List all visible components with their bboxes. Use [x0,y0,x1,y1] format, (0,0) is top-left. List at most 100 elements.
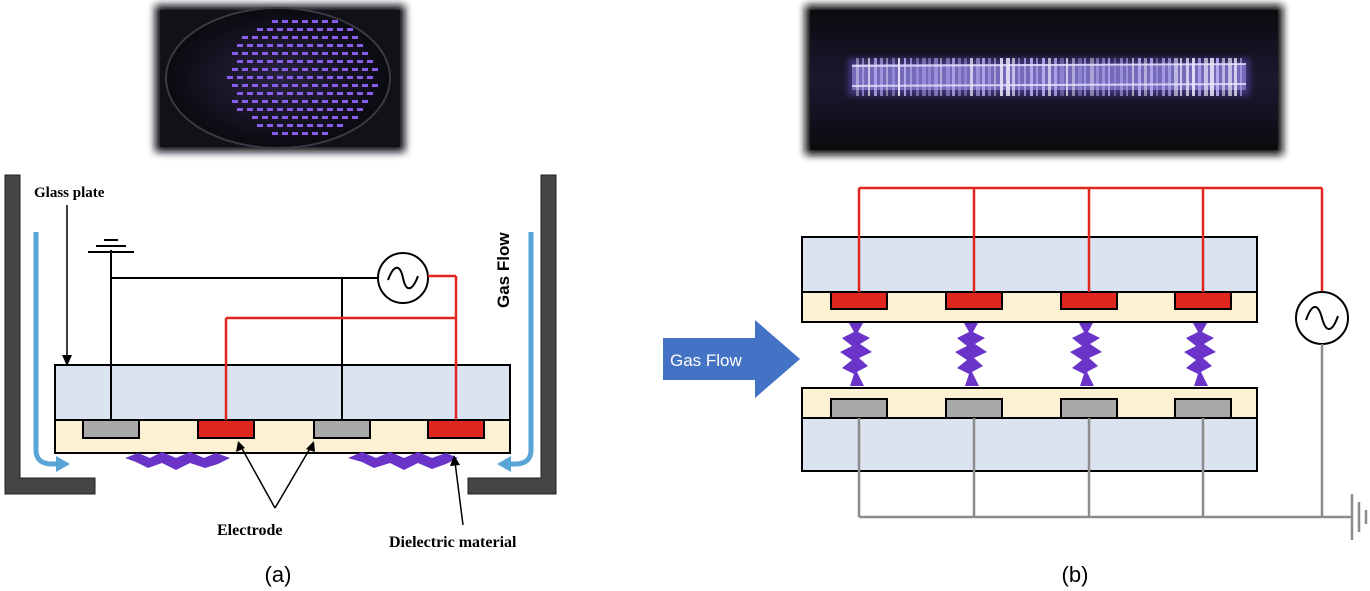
plasma-dot [292,52,298,55]
plasma-dot [302,36,308,39]
plasma-dot [352,36,358,39]
plasma-dot [357,108,363,111]
plasma-dot [362,84,368,87]
plasma-discharge-b-3 [1070,323,1102,386]
plasma-streak [946,58,950,96]
plasma-dot [272,20,278,23]
plasma-streak [922,58,926,96]
plasma-streak [874,58,877,96]
plasma-dot [297,44,303,47]
plasma-dot [337,108,343,111]
ac-source-b [1295,291,1349,345]
plasma-discharge-b-4 [1184,323,1216,386]
plasma-streak [1192,58,1195,96]
plasma-dot [307,44,313,47]
plasma-dot [247,76,253,79]
plasma-dot [302,20,308,23]
plasma-dot [347,76,353,79]
plasma-dot [352,84,358,87]
plasma-photo-a [155,5,405,152]
plasma-streak [1162,58,1165,96]
plasma-dot [267,92,273,95]
plasma-streak [994,58,996,96]
plasma-dot [267,108,273,111]
plasma-dot [327,28,333,31]
plasma-dot [272,100,278,103]
plasma-dot [287,76,293,79]
plasma-streak [1108,58,1110,96]
plasma-dot [347,44,353,47]
plasma-streak [856,58,859,96]
plasma-dot [277,76,283,79]
plasma-dot [367,92,373,95]
plasma-streak [1114,58,1116,96]
plasma-dot [352,116,358,119]
plasma-dot [272,116,278,119]
plasma-dot [282,84,288,87]
plasma-dot [287,108,293,111]
plasma-streak [868,58,870,96]
plasma-dot [232,52,238,55]
plasma-streak [1096,58,1099,96]
plasma-dot [262,68,268,71]
plasma-dot [287,124,293,127]
plasma-dot [287,92,293,95]
plasma-dot [367,76,373,79]
plasma-streak [1030,58,1033,96]
plasma-discharge-b-2 [955,323,987,386]
plasma-streak [928,58,931,96]
plasma-dot [307,28,313,31]
plasma-dot [322,36,328,39]
plasma-dot [272,52,278,55]
plasma-dot [312,20,318,23]
plasma-dot [252,36,258,39]
hv-electrode-b-4 [1174,291,1232,310]
plasma-dot [302,116,308,119]
plasma-dot [277,92,283,95]
plasma-dot [232,68,238,71]
plasma-dot [287,60,293,63]
plasma-dot [327,60,333,63]
plasma-dot [272,132,278,135]
plasma-dot [307,108,313,111]
plasma-dot [322,84,328,87]
plasma-dot [342,100,348,103]
plasma-streak [1084,58,1086,96]
plasma-dot [267,60,273,63]
plasma-dot [257,28,263,31]
plasma-dot [242,36,248,39]
plasma-dot [307,60,313,63]
plasma-streak [1120,58,1123,96]
plasma-dot [372,68,378,71]
hv-electrode-b-1 [830,291,888,310]
plasma-dot [357,92,363,95]
plasma-dot [282,100,288,103]
plasma-dot [287,44,293,47]
plasma-streak [1048,58,1051,96]
plasma-dot [327,44,333,47]
plasma-dot [327,92,333,95]
plasma-streak [1012,58,1015,96]
ground-wiring-b [857,344,1352,519]
ac-source-a [377,252,429,304]
plasma-dot [232,84,238,87]
reactor-walls-a [4,174,557,495]
plasma-dot [297,92,303,95]
plasma-dot [292,20,298,23]
plasma-dot [252,116,258,119]
plasma-dot [367,60,373,63]
plasma-streak [862,58,864,96]
plasma-streak [1216,58,1219,96]
plasma-dot [317,92,323,95]
plasma-dot [267,76,273,79]
plasma-dot [262,100,268,103]
plasma-dot [337,28,343,31]
plasma-streak [886,58,888,96]
plasma-dot [292,100,298,103]
plasma-dot [347,60,353,63]
plasma-dot [307,92,313,95]
plasma-streak [1072,58,1075,96]
plasma-dot [292,68,298,71]
plasma-dot [342,116,348,119]
